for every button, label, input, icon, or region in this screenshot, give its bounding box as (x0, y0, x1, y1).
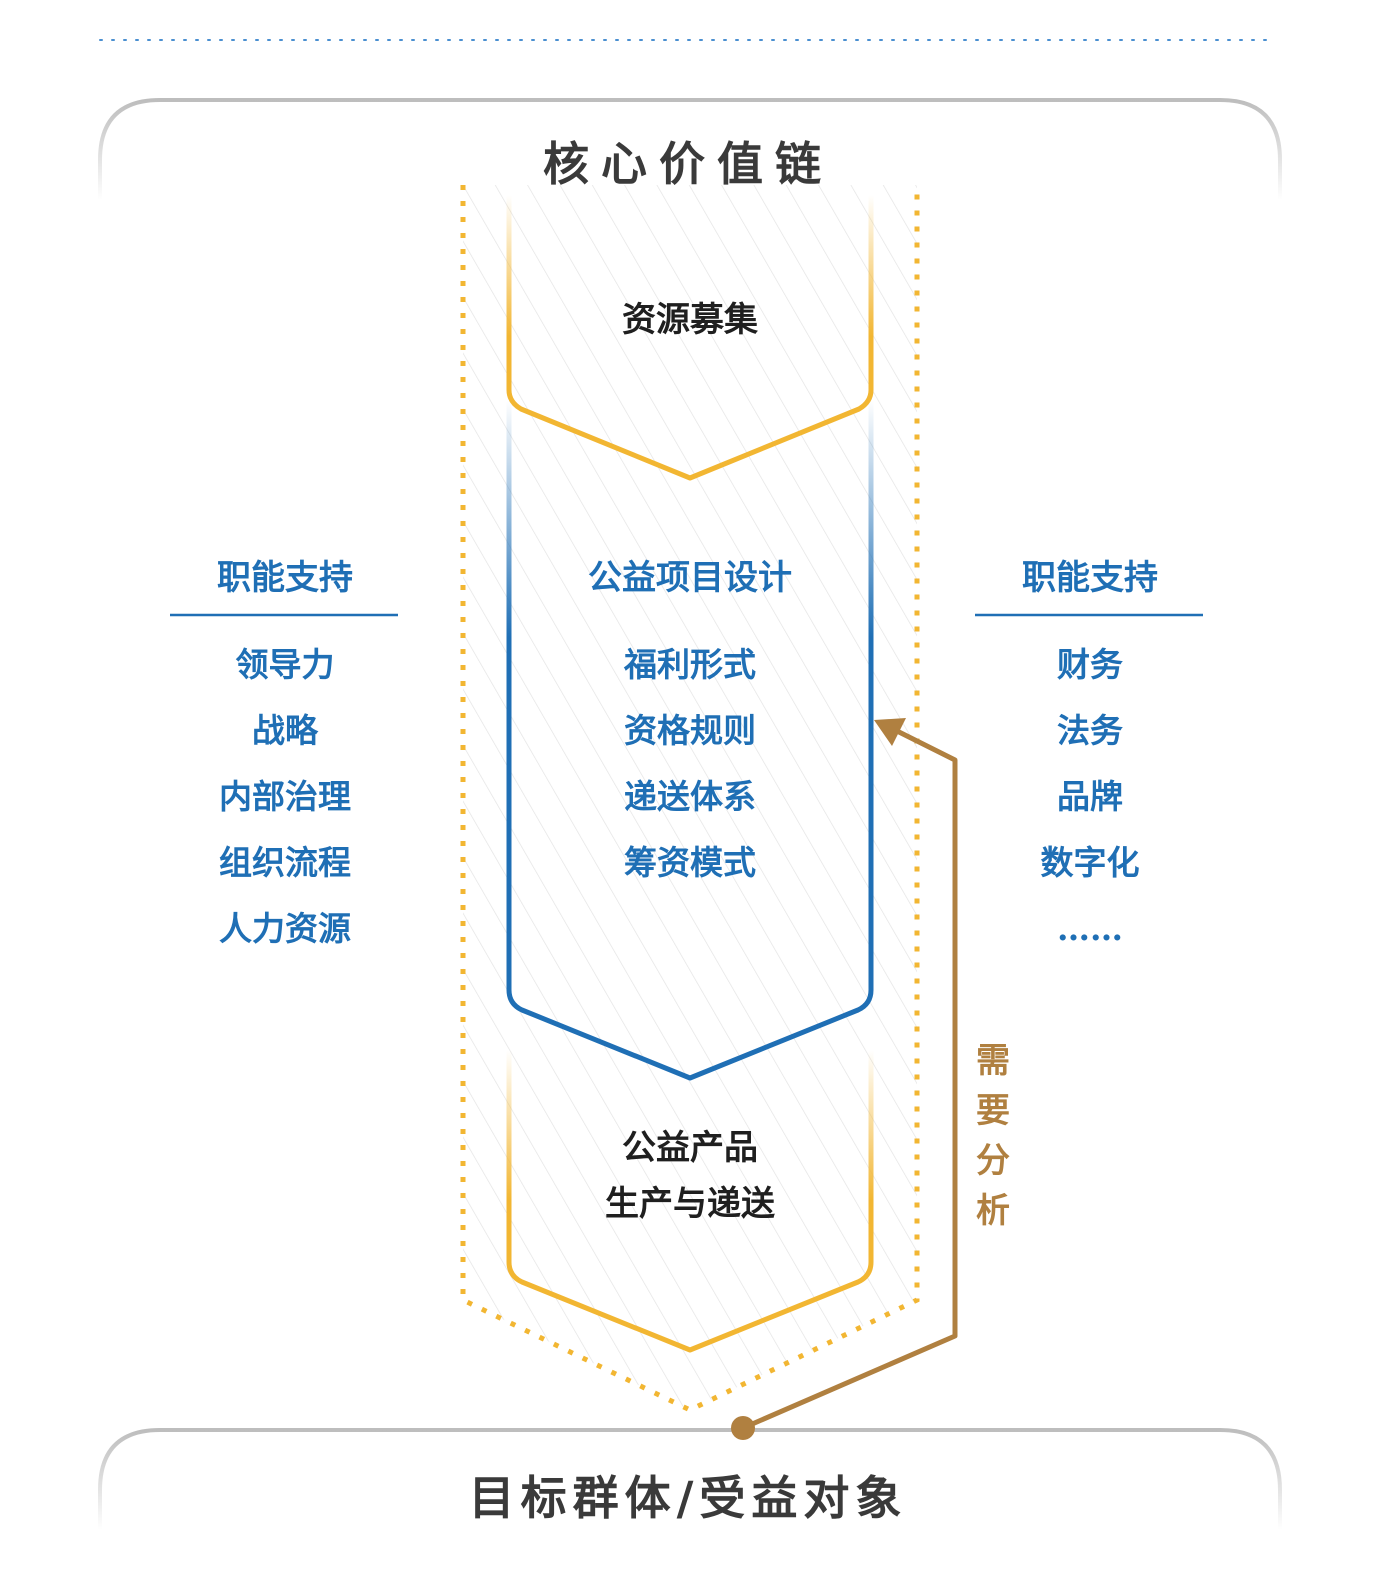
middle-chevron (506, 400, 874, 1081)
right-support-list: 财务 法务 品牌 数字化 …… (975, 632, 1205, 962)
feedback-arrow-head (874, 718, 906, 746)
left-support-item: 战略 (252, 711, 318, 750)
top-chevron (506, 195, 874, 481)
program-design-item: 筹资模式 (624, 843, 756, 882)
bottom-arc-frame (98, 1428, 1282, 1530)
right-support-title: 职能支持 (1022, 558, 1158, 598)
program-design-item: 资格规则 (624, 711, 756, 750)
left-support-item: 人力资源 (219, 909, 351, 948)
left-support-item: 领导力 (235, 645, 335, 684)
left-support-list: 领导力 战略 内部治理 组织流程 人力资源 (170, 632, 400, 962)
needs-analysis-label: 需 要 分 析 (968, 1036, 1018, 1236)
needs-analysis-char: 需 (976, 1041, 1010, 1081)
bottom-chevron (506, 1050, 874, 1353)
needs-analysis-char: 析 (976, 1191, 1010, 1231)
core-value-chain-title: 核心价值链 (543, 137, 833, 191)
left-support-item: 内部治理 (219, 777, 351, 816)
stage-product-line-1: 公益产品 (622, 1128, 758, 1168)
program-design-list: 福利形式 资格规则 递送体系 筹资模式 (510, 632, 870, 896)
needs-analysis-char: 分 (976, 1141, 1010, 1181)
stage-product-line-2: 生产与递送 (605, 1184, 775, 1224)
left-support-item: 组织流程 (219, 843, 351, 882)
right-support-item: 品牌 (1057, 777, 1123, 816)
feedback-arrow-path (742, 727, 958, 1431)
stage-program-design-title: 公益项目设计 (588, 558, 792, 598)
chain-hatch-background (463, 185, 917, 1410)
stage-product-delivery: 公益产品 生产与递送 (510, 1120, 870, 1232)
target-group-title: 目标群体/受益对象 (468, 1471, 908, 1525)
stage-resource-raising: 资源募集 (622, 300, 758, 340)
right-support-item: …… (1057, 909, 1123, 948)
needs-analysis-char: 要 (976, 1091, 1010, 1131)
feedback-origin-dot (731, 1416, 755, 1440)
program-design-item: 递送体系 (624, 777, 756, 816)
right-support-item: 数字化 (1040, 843, 1140, 882)
top-arc-frame (98, 98, 1282, 200)
left-support-title: 职能支持 (217, 558, 353, 598)
right-support-item: 财务 (1057, 645, 1123, 684)
program-design-item: 福利形式 (624, 645, 756, 684)
right-support-item: 法务 (1057, 711, 1123, 750)
